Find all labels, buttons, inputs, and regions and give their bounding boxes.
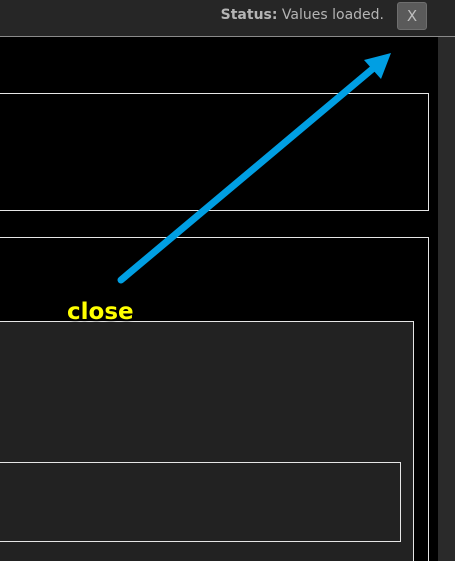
scrollbar-gutter[interactable]: [438, 37, 455, 561]
input-field-box[interactable]: [0, 462, 401, 542]
status-message: Status: Values loaded.: [221, 7, 384, 23]
annotation-label: close: [67, 299, 134, 325]
close-button[interactable]: X: [397, 2, 427, 30]
top-panel: [0, 93, 429, 211]
status-text: Values loaded.: [277, 7, 384, 23]
top-status-bar: Status: Values loaded. X: [0, 0, 455, 37]
status-label: Status:: [220, 7, 278, 23]
annotation-arrow-head: [364, 53, 391, 79]
